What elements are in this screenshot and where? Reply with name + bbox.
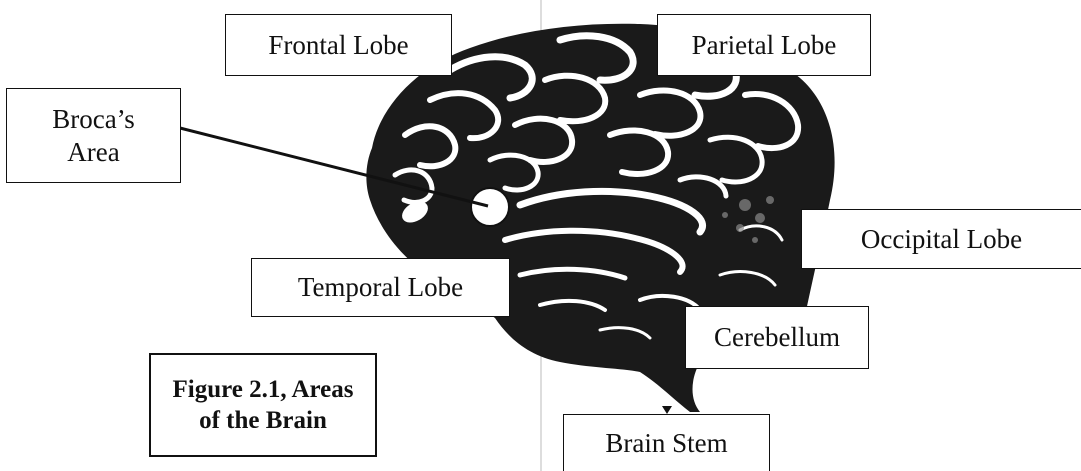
label-brain-stem: Brain Stem [563,414,770,471]
figure-caption: Figure 2.1, Areas of the Brain [149,353,377,457]
brocas-area-line2: Area [67,136,119,168]
label-occipital-lobe: Occipital Lobe [801,209,1081,269]
brocas-area-line1: Broca’s [52,103,134,135]
label-temporal-lobe: Temporal Lobe [251,258,510,317]
brain-stem-arrow [662,406,672,414]
label-parietal-lobe: Parietal Lobe [657,14,871,76]
label-cerebellum: Cerebellum [685,306,869,369]
label-frontal-lobe: Frontal Lobe [225,14,452,76]
brocas-area-marker [471,188,509,226]
caption-line1: Figure 2.1, Areas [172,374,353,405]
label-brocas-area: Broca’s Area [6,88,181,183]
caption-line2: of the Brain [199,405,327,436]
